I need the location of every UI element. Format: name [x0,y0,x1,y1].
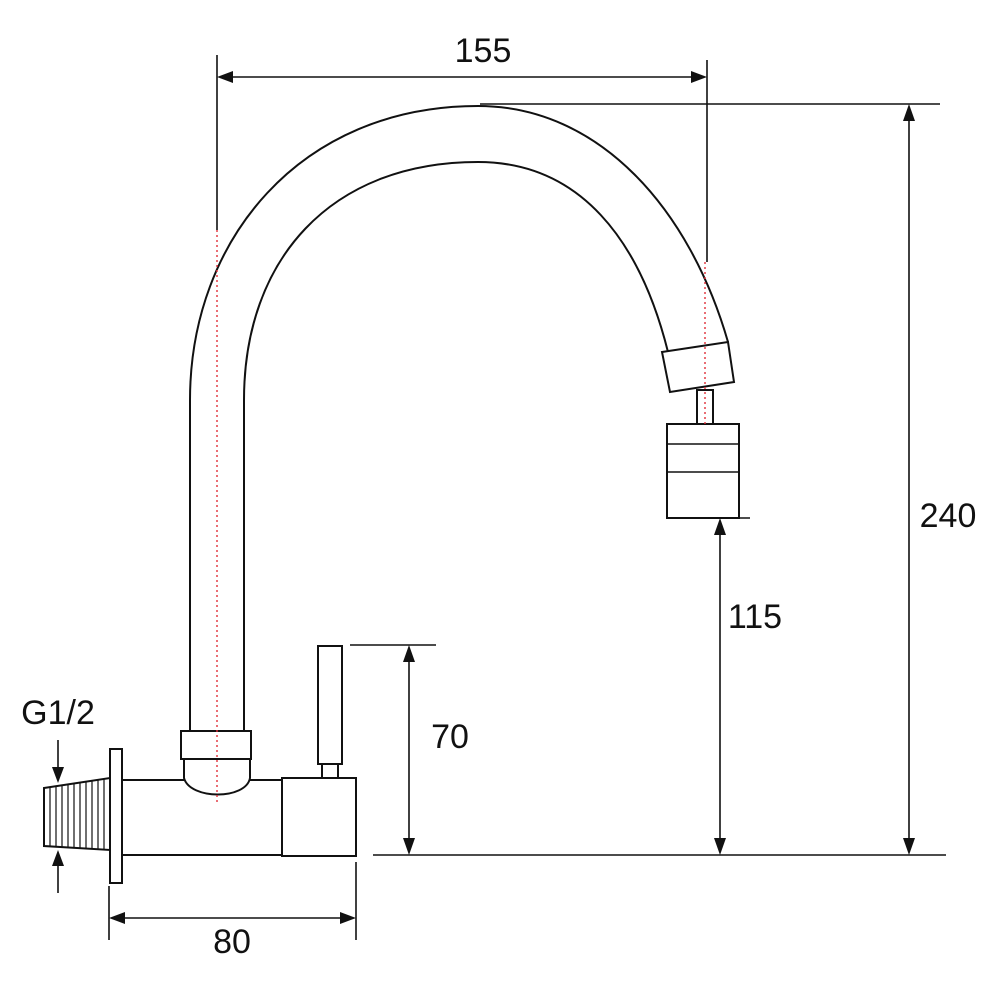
spout-base-nut [180,730,252,760]
dimension-outlet-height [708,517,750,855]
dimension-spout-reach [216,55,708,262]
total-height-label: 240 [920,497,977,535]
spout-inner-edge [243,160,669,730]
handle-stem [321,763,339,779]
dimension-body-length [108,862,357,940]
handle-lever [317,645,343,765]
thread-size-callout [52,740,64,893]
aerator-collar [660,340,736,394]
threaded-connector [43,776,111,852]
valve-body [122,779,282,856]
outlet-height-label: 115 [728,598,782,636]
spout-outer-edge [189,104,729,730]
wall-flange [109,748,123,884]
handle-height-label: 70 [431,718,469,756]
thread-size-label: G1/2 [21,694,95,732]
spout-reach-label: 155 [455,32,512,70]
dimension-handle-height [350,644,436,855]
body-length-label: 80 [213,923,251,961]
spout [189,104,729,730]
handle-housing [281,777,357,857]
dimension-total-height [373,103,946,856]
aerator-head [666,423,740,519]
